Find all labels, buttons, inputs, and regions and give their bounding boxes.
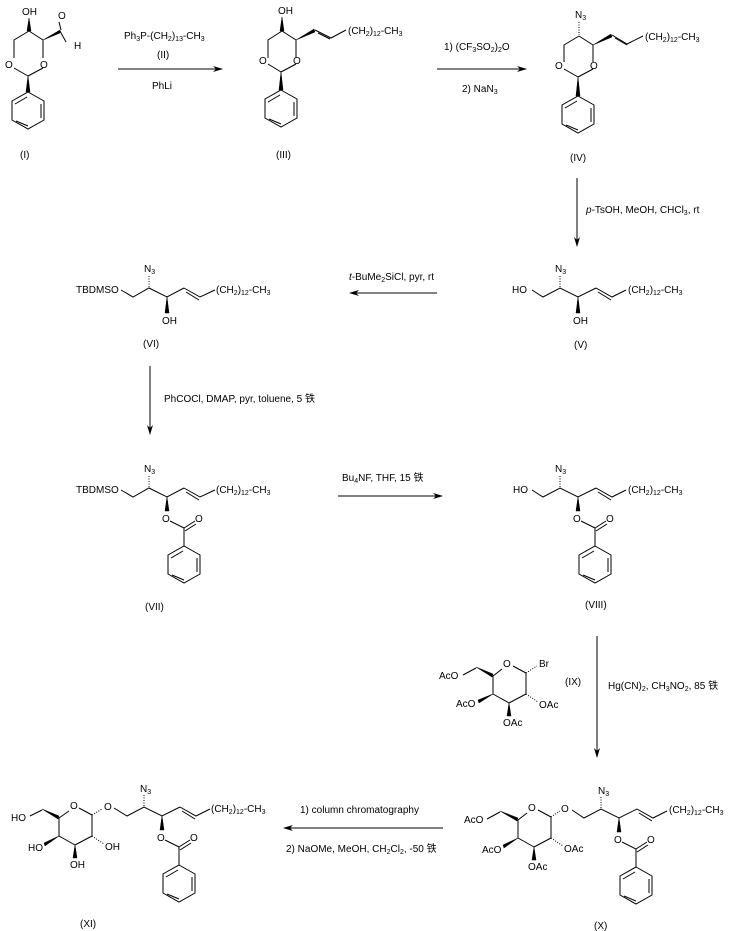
reaction-arrow-step1: Ph3P-(CH2)13-CH3 (II) PhLi bbox=[118, 31, 223, 92]
reaction-arrow-step8: 1) column chromatography 2) NaOMe, MeOH,… bbox=[283, 805, 443, 856]
compound-label: (VII) bbox=[145, 602, 164, 613]
acetoxy-label: OAc bbox=[564, 844, 583, 855]
hydroxyl-label: OH bbox=[22, 7, 37, 18]
compound-label: (IX) bbox=[565, 677, 581, 688]
svg-text:N3: N3 bbox=[140, 784, 151, 796]
carbonyl-o-label: O bbox=[647, 835, 655, 846]
tbdmso-label: TBDMSO bbox=[76, 285, 119, 296]
svg-text:N3: N3 bbox=[555, 264, 566, 276]
compound-label: (III) bbox=[276, 150, 291, 161]
hydroxyl-label: OH bbox=[105, 842, 120, 853]
ester-o-label: O bbox=[573, 514, 581, 525]
ring-o-label: O bbox=[70, 801, 78, 812]
reaction-arrow-step5: PhCOCl, DMAP, pyr, toluene, 5 铁 bbox=[147, 366, 315, 435]
svg-text:Bu4NF, THF, 15 铁: Bu4NF, THF, 15 铁 bbox=[342, 471, 424, 485]
svg-text:(CH2)12-CH3: (CH2)12-CH3 bbox=[669, 805, 724, 817]
svg-text:Ph3P-(CH2)13-CH3: Ph3P-(CH2)13-CH3 bbox=[124, 31, 205, 43]
aldehyde-h-label: H bbox=[74, 41, 81, 52]
svg-text:(CH2)12-CH3: (CH2)12-CH3 bbox=[211, 804, 266, 816]
ester-o-label: O bbox=[162, 514, 170, 525]
compound-x: AcO O O AcO OAc OAc N3 O (CH2)12-CH3 O bbox=[464, 786, 724, 931]
svg-text:2) NaN3: 2) NaN3 bbox=[462, 84, 498, 96]
ring-o1-label: O bbox=[555, 61, 563, 72]
svg-text:(CH2)12-CH3: (CH2)12-CH3 bbox=[645, 32, 700, 44]
reaction-arrow-step6: Bu4NF, THF, 15 铁 bbox=[338, 471, 443, 499]
hydroxyl-label: HO bbox=[28, 843, 43, 854]
ester-o-label: O bbox=[157, 833, 165, 844]
compound-i: OH O H O O (I) bbox=[5, 7, 81, 161]
glycosidic-o-label: O bbox=[104, 802, 112, 813]
hydroxyl-label: OH bbox=[573, 316, 588, 327]
carbonyl-o-label: O bbox=[195, 514, 203, 525]
ring-o1-label: O bbox=[259, 56, 267, 67]
bromo-label: Br bbox=[539, 659, 550, 670]
svg-text:(CH2)12-CH3: (CH2)12-CH3 bbox=[348, 26, 403, 38]
svg-text:2) NaOMe, MeOH, CH2Cl2, -50 铁: 2) NaOMe, MeOH, CH2Cl2, -50 铁 bbox=[286, 842, 437, 856]
reagent-ii-label: (II) bbox=[157, 50, 169, 61]
hydroxyl-label: OH bbox=[70, 860, 85, 871]
ring-o1-label: O bbox=[5, 60, 13, 71]
svg-text:1) (CF3SO2)2O: 1) (CF3SO2)2O bbox=[444, 42, 510, 54]
ring-o2-label: O bbox=[293, 56, 301, 67]
compound-label: (IV) bbox=[570, 153, 586, 164]
tbdmso-label: TBDMSO bbox=[76, 485, 119, 496]
hydroxyl-label: OH bbox=[278, 6, 293, 17]
compound-v: HO N3 OH (CH2)12-CH3 (V) bbox=[512, 264, 683, 351]
ring-o-label: O bbox=[503, 659, 511, 670]
compound-label: (XI) bbox=[80, 919, 96, 930]
hydroxyl-label: OH bbox=[162, 316, 177, 327]
compound-label: (X) bbox=[594, 921, 607, 931]
acetoxy-label: AcO bbox=[482, 845, 502, 856]
acetoxy-label: AcO bbox=[456, 699, 476, 710]
svg-text:(CH2)12-CH3: (CH2)12-CH3 bbox=[628, 485, 683, 497]
reaction-arrow-step7: Hg(CN)2, CH3NO2, 85 铁 bbox=[594, 636, 718, 758]
ring-o2-label: O bbox=[40, 60, 48, 71]
svg-text:p-TsOH, MeOH, CHCl3, rt: p-TsOH, MeOH, CHCl3, rt bbox=[585, 205, 700, 217]
svg-text:N3: N3 bbox=[575, 10, 586, 22]
carbonyl-o-label: O bbox=[606, 514, 614, 525]
ring-o-label: O bbox=[528, 803, 536, 814]
compound-vii: TBDMSO N3 O (CH2)12-CH3 O (VII) bbox=[76, 464, 271, 613]
reaction-arrow-step2: 1) (CF3SO2)2O 2) NaN3 bbox=[437, 42, 527, 96]
compound-viii: HO N3 O (CH2)12-CH3 O (VIII) bbox=[513, 464, 683, 611]
compound-xi: HO O O HO OH OH N3 O (CH2)12-CH3 O bbox=[11, 784, 266, 930]
compound-label: (I) bbox=[20, 150, 29, 161]
reagent-phli: PhLi bbox=[152, 81, 172, 92]
step5-conditions: PhCOCl, DMAP, pyr, toluene, 5 铁 bbox=[164, 392, 315, 405]
glycosidic-o-label: O bbox=[561, 804, 569, 815]
aldehyde-o-label: O bbox=[58, 11, 66, 22]
svg-text:N3: N3 bbox=[144, 464, 155, 476]
acetoxy-label: OAc bbox=[503, 718, 522, 729]
carbonyl-o-label: O bbox=[190, 833, 198, 844]
hydroxyl-label: HO bbox=[512, 285, 527, 296]
ring-o2-label: O bbox=[590, 61, 598, 72]
svg-text:Hg(CN)2, CH3NO2, 85 铁: Hg(CN)2, CH3NO2, 85 铁 bbox=[608, 679, 718, 693]
compound-label: (VIII) bbox=[585, 600, 607, 611]
svg-text:N3: N3 bbox=[555, 464, 566, 476]
hydroxyl-label: HO bbox=[11, 813, 26, 824]
hydroxyl-label: HO bbox=[513, 485, 528, 496]
svg-text:N3: N3 bbox=[598, 786, 609, 798]
svg-text:(CH2)12-CH3: (CH2)12-CH3 bbox=[216, 485, 271, 497]
acetoxy-label: AcO bbox=[464, 815, 484, 826]
svg-text:(CH2)12-CH3: (CH2)12-CH3 bbox=[216, 285, 271, 297]
compound-label: (V) bbox=[574, 340, 587, 351]
svg-text:N3: N3 bbox=[144, 264, 155, 276]
acetoxy-label: OAc bbox=[528, 862, 547, 873]
compound-ix: AcO O Br AcO OAc OAc (IX) bbox=[439, 659, 581, 729]
svg-text:(CH2)12-CH3: (CH2)12-CH3 bbox=[628, 285, 683, 297]
compound-iii: OH (CH2)12-CH3 O O (III) bbox=[259, 6, 403, 161]
acetoxy-label: AcO bbox=[439, 671, 459, 682]
step8-condition-1: 1) column chromatography bbox=[300, 805, 419, 816]
compound-label: (VI) bbox=[143, 339, 159, 350]
svg-text:t-BuMe2SiCl, pyr, rt: t-BuMe2SiCl, pyr, rt bbox=[349, 272, 434, 284]
reaction-arrow-step3: p-TsOH, MeOH, CHCl3, rt bbox=[574, 178, 700, 247]
compound-vi: TBDMSO N3 OH (CH2)12-CH3 (VI) bbox=[76, 264, 271, 350]
ester-o-label: O bbox=[614, 835, 622, 846]
acetoxy-label: OAc bbox=[539, 700, 558, 711]
compound-iv: N3 (CH2)12-CH3 O O (IV) bbox=[555, 10, 700, 164]
reaction-arrow-step4: t-BuMe2SiCl, pyr, rt bbox=[349, 272, 437, 296]
